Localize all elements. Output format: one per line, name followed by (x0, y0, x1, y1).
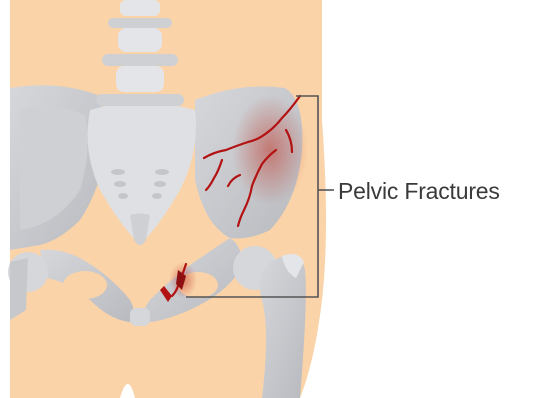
pelvic-fractures-label: Pelvic Fractures (338, 178, 500, 205)
left-obturator (63, 271, 107, 299)
pubic-symphysis (130, 308, 150, 326)
bruise-area (232, 95, 308, 205)
